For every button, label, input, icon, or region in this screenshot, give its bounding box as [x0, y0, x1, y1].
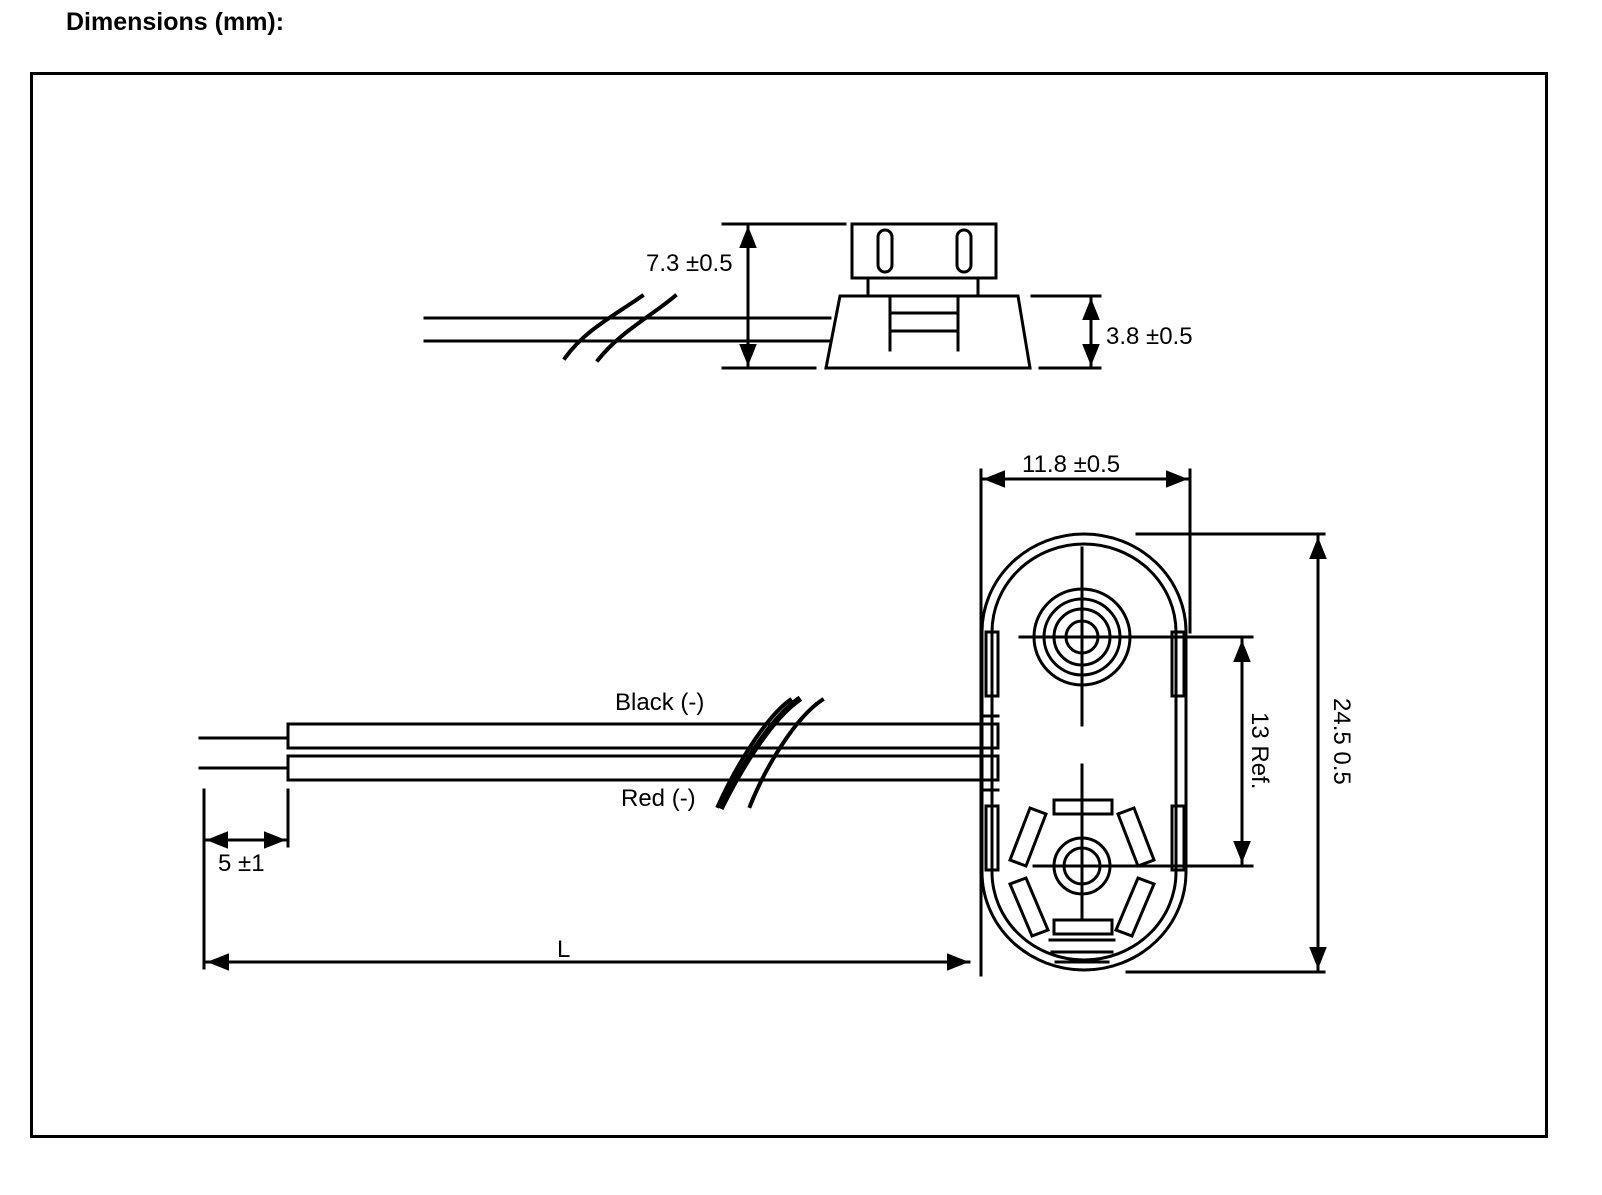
- dim-total-height: 7.3 ±0.5: [646, 222, 847, 370]
- dim-total-height-label: 7.3 ±0.5: [646, 250, 733, 277]
- dim-terminal-pitch: 13 Ref.: [1128, 635, 1273, 868]
- black-wire-label: Black (-): [615, 689, 704, 716]
- top-connector-body: [980, 532, 1188, 972]
- side-view: 7.3 ±0.5 3.8 ±0.5: [423, 222, 1193, 370]
- dim-wire-length-label: L: [557, 936, 570, 963]
- insulated-wires: [286, 722, 1000, 782]
- dim-length-label: 24.5 0.5: [1328, 698, 1355, 785]
- dim-terminal-pitch-label: 13 Ref.: [1246, 712, 1273, 789]
- side-wires: [423, 316, 832, 343]
- side-wire-break: [562, 293, 678, 363]
- snap-terminal-lower: [1008, 763, 1156, 964]
- side-connector-body: [824, 222, 1032, 370]
- dim-width-label: 11.8 ±0.5: [1022, 451, 1120, 478]
- top-wire-break: [715, 695, 825, 811]
- top-view: Black (-) Red (-): [198, 451, 1355, 977]
- dim-length: 24.5 0.5: [1125, 532, 1355, 974]
- dim-base-height: 3.8 ±0.5: [1030, 294, 1193, 370]
- dim-wire-length: L: [205, 936, 971, 971]
- drawing-frame: [30, 72, 1548, 1138]
- snap-terminal-upper: [1018, 546, 1146, 727]
- red-wire-label: Red (-): [621, 785, 696, 812]
- page-title: Dimensions (mm):: [66, 8, 285, 36]
- bare-wire-ends: [198, 736, 290, 770]
- dim-base-height-label: 3.8 ±0.5: [1106, 323, 1193, 350]
- dim-width: 11.8 ±0.5: [979, 451, 1192, 977]
- dim-strip-length-label: 5 ±1: [218, 850, 265, 877]
- dim-strip-length: 5 ±1: [202, 788, 290, 970]
